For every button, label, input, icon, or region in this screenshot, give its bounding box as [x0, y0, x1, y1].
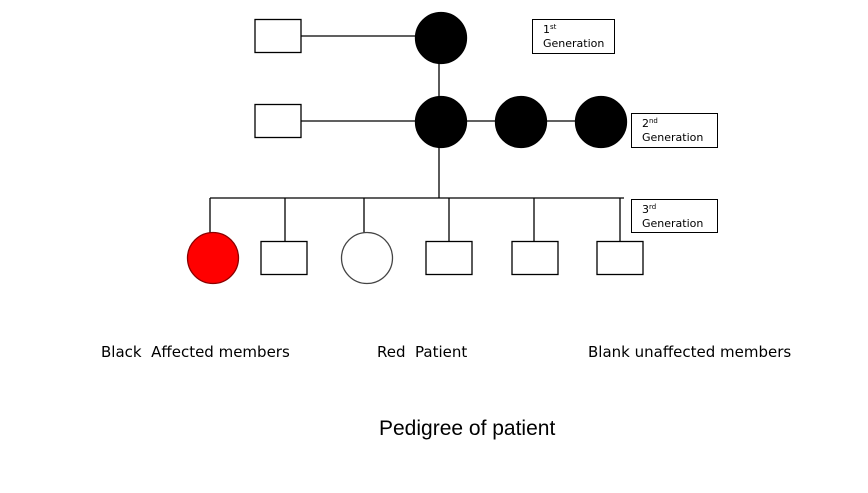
male-square-unaffected [254, 18, 302, 54]
male-square-unaffected [511, 240, 559, 276]
generation-suffix: rd [649, 203, 657, 211]
generation-word: Generation [543, 37, 605, 50]
female-circle-unaffected [340, 231, 394, 285]
male-square-unaffected [425, 240, 473, 276]
legend-black-affected: Black Affected members [101, 343, 290, 361]
generation-label-3: 3rd Generation [631, 199, 718, 233]
generation-word: Generation [642, 131, 704, 144]
female-circle-affected [414, 95, 468, 149]
pedigree-members [186, 11, 644, 285]
female-circle-patient [186, 231, 240, 285]
diagram-title: Pedigree of patient [379, 417, 556, 440]
generation-number: 1 [543, 23, 550, 36]
generation-suffix: st [550, 23, 557, 31]
generation-label-1: 1st Generation [532, 19, 615, 54]
legend-red-patient: Red Patient [377, 343, 468, 361]
legend-blank-unaffected: Blank unaffected members [588, 343, 792, 361]
generation-number: 3 [642, 203, 649, 216]
generation-word: Generation [642, 217, 704, 230]
generation-suffix: nd [649, 117, 658, 125]
male-square-unaffected [254, 103, 302, 139]
connector-lines [209, 35, 624, 242]
female-circle-affected [414, 11, 468, 65]
male-square-unaffected [596, 240, 644, 276]
male-square-unaffected [260, 240, 308, 276]
female-circle-affected [574, 95, 628, 149]
generation-label-2: 2nd Generation [631, 113, 718, 148]
female-circle-affected [494, 95, 548, 149]
generation-number: 2 [642, 117, 649, 130]
